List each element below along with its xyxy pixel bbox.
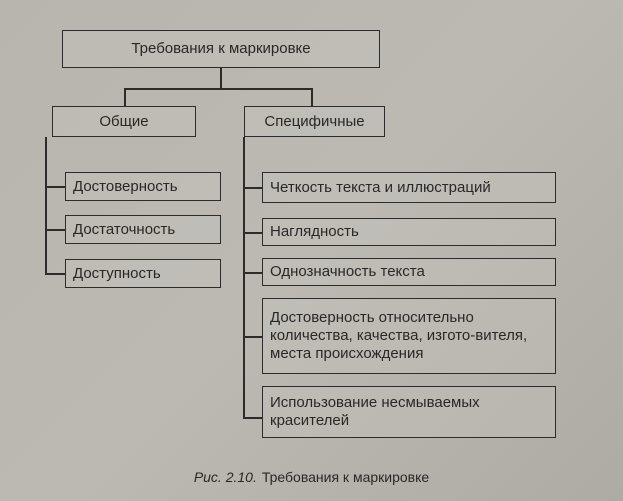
figure-number: Рис. 2.10. <box>193 469 257 485</box>
root-node: Требования к маркировке <box>62 30 380 68</box>
figure-caption: Рис. 2.10.Требования к маркировке <box>0 469 623 485</box>
specific-item: Наглядность <box>262 218 556 246</box>
connector <box>243 137 245 418</box>
connector <box>243 336 262 338</box>
connector <box>124 88 126 106</box>
connector <box>311 88 313 106</box>
specific-node: Специфичные <box>244 106 385 137</box>
specific-item: Четкость текста и иллюстраций <box>262 172 556 203</box>
general-item: Достаточность <box>65 215 221 244</box>
specific-item: Однозначность текста <box>262 258 556 286</box>
figure-title: Требования к маркировке <box>261 469 430 485</box>
general-item: Достоверность <box>65 172 221 201</box>
general-node: Общие <box>52 106 196 137</box>
connector <box>45 137 47 274</box>
general-item: Доступность <box>65 259 221 288</box>
specific-item: Достоверность относительно количества, к… <box>262 298 556 374</box>
connector <box>45 273 65 275</box>
connector <box>45 186 65 188</box>
connector <box>220 68 222 88</box>
connector <box>243 417 262 419</box>
connector <box>45 229 65 231</box>
specific-item: Использование несмываемых красителей <box>262 386 556 438</box>
connector <box>243 232 262 234</box>
connector <box>243 187 262 189</box>
connector <box>243 272 262 274</box>
connector <box>124 88 312 90</box>
